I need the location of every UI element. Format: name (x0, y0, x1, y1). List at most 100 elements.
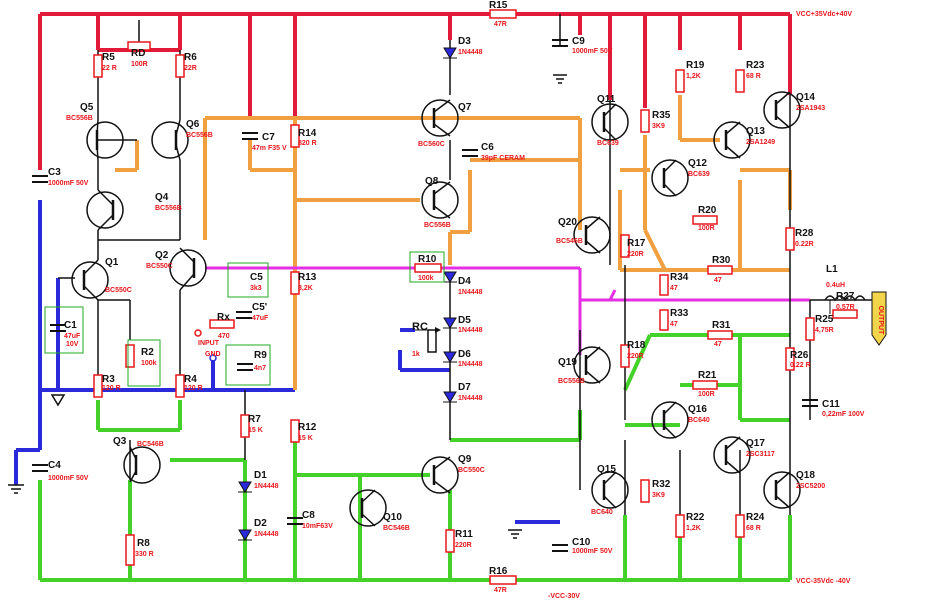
transistor-q5 (86, 119, 137, 161)
negative-rail-wires (38, 333, 792, 582)
resistor-r35 (640, 109, 650, 133)
l1-ref: L1 (826, 264, 838, 275)
gnd-symbol-c10 (508, 529, 522, 539)
r14-ref: R14 (298, 128, 317, 139)
resistor-r27 (832, 309, 858, 319)
r26-val: 0.22 R (790, 362, 811, 369)
component-labels: R15 47R R16 47R R5 22 R RD 100R R6 22R Q… (48, 0, 865, 594)
resistor-r12 (290, 419, 300, 443)
highlight-boxes (44, 251, 445, 387)
q18-ref: Q18 (796, 470, 815, 481)
r34-val: 47 (670, 285, 678, 292)
resistor-r20 (692, 215, 718, 225)
r32-ref: R32 (652, 479, 671, 490)
r23-val: 68 R (746, 73, 761, 80)
r20-ref: R20 (698, 205, 717, 216)
output-label: OUTPUT (877, 306, 884, 336)
q7-ref: Q7 (458, 102, 472, 113)
d4-val: 1N4448 (458, 289, 483, 296)
d5-ref: D5 (458, 315, 471, 326)
capacitor-c9 (552, 39, 568, 47)
r6-val: 22R (184, 65, 197, 72)
r30-ref: R30 (712, 255, 731, 266)
gnd-symbol-c9 (553, 74, 567, 84)
rc-val: 1k (412, 351, 420, 358)
d6-ref: D6 (458, 349, 471, 360)
resistor-r13 (290, 271, 300, 295)
r22-val: 1,2K (686, 525, 701, 532)
c1-val: 47uF (64, 333, 81, 340)
resistor-r3 (93, 374, 103, 398)
resistor-r16 (489, 575, 517, 585)
r5-val: 22 R (102, 65, 117, 72)
c6-ref: C6 (481, 142, 494, 153)
q12-ref: Q12 (688, 158, 707, 169)
inductor-l1 (824, 295, 866, 302)
c4-val: 1000mF 50V (48, 475, 89, 482)
c11-ref: C11 (822, 399, 840, 410)
r33-val: 47 (670, 321, 678, 328)
transistor-q17 (713, 436, 751, 474)
q7-val: BC560C (418, 141, 445, 148)
neg-out-label: -VCC-30V (548, 593, 580, 600)
r13-val: 8,2K (298, 285, 313, 292)
rx-ref: Rx (217, 312, 230, 323)
c5p-val: 47uF (252, 315, 269, 322)
capacitors (32, 39, 818, 552)
q10-val: BC546B (383, 525, 410, 532)
r13-ref: R13 (298, 272, 317, 283)
input-terminal[interactable] (194, 329, 202, 337)
q12-val: BC639 (688, 171, 710, 178)
capacitor-c10 (552, 544, 568, 552)
transistor-q14 (763, 91, 801, 129)
transistor-q16 (651, 401, 689, 439)
diode-d7 (443, 391, 457, 403)
q9-ref: Q9 (458, 454, 472, 465)
r30-val: 47 (714, 277, 722, 284)
r17-val: 220R (627, 251, 644, 258)
gnd-terminal[interactable] (209, 354, 217, 362)
r24-ref: R24 (746, 512, 765, 523)
r33-ref: R33 (670, 308, 689, 319)
resistor-r21 (692, 380, 718, 390)
c5p-ref: C5' (252, 302, 267, 313)
r10-val: 100k (418, 275, 434, 282)
q13-ref: Q13 (746, 126, 765, 137)
resistor-rx (209, 319, 235, 329)
r18-ref: R18 (627, 340, 646, 351)
r25-val: 4,75R (815, 327, 834, 334)
q17-val: 2SC3117 (746, 451, 775, 458)
resistor-r32 (640, 479, 650, 503)
r6-ref: R6 (184, 52, 197, 63)
r3-ref: R3 (102, 374, 115, 385)
r12-val: 15 K (298, 435, 313, 442)
resistor-r19 (675, 69, 685, 93)
r18-val: 220R (627, 353, 644, 360)
r11-ref: R11 (455, 529, 473, 540)
r21-ref: R21 (698, 370, 717, 381)
r2-val: 100k (141, 360, 157, 367)
capacitor-c1 (50, 324, 66, 332)
gnd-label: GND (205, 351, 221, 358)
resistor-r28 (785, 227, 795, 251)
r19-ref: R19 (686, 60, 705, 71)
rd-val: 100R (131, 61, 148, 68)
output-connector[interactable] (871, 291, 887, 346)
c7-val: 47m F35 V (252, 145, 287, 152)
q15-val: BC640 (591, 509, 613, 516)
transistor-q12 (651, 159, 689, 197)
d2-ref: D2 (254, 518, 267, 529)
q18-val: 2SC5200 (796, 483, 825, 490)
transistor-q15 (591, 471, 629, 509)
capacitor-c3 (32, 175, 48, 183)
diode-d2 (238, 529, 252, 541)
capacitor-c11 (802, 399, 818, 407)
c8-val: 10mF63V (302, 523, 333, 530)
capacitor-c5p (236, 311, 252, 319)
q10-ref: Q10 (383, 512, 402, 523)
transistor-q20 (573, 216, 611, 254)
q19-val: BC556B (558, 378, 585, 385)
vcc-neg-label: VCC-35Vdc -40V (796, 578, 851, 585)
diode-d3 (443, 47, 457, 59)
transistor-q1 (71, 259, 109, 301)
